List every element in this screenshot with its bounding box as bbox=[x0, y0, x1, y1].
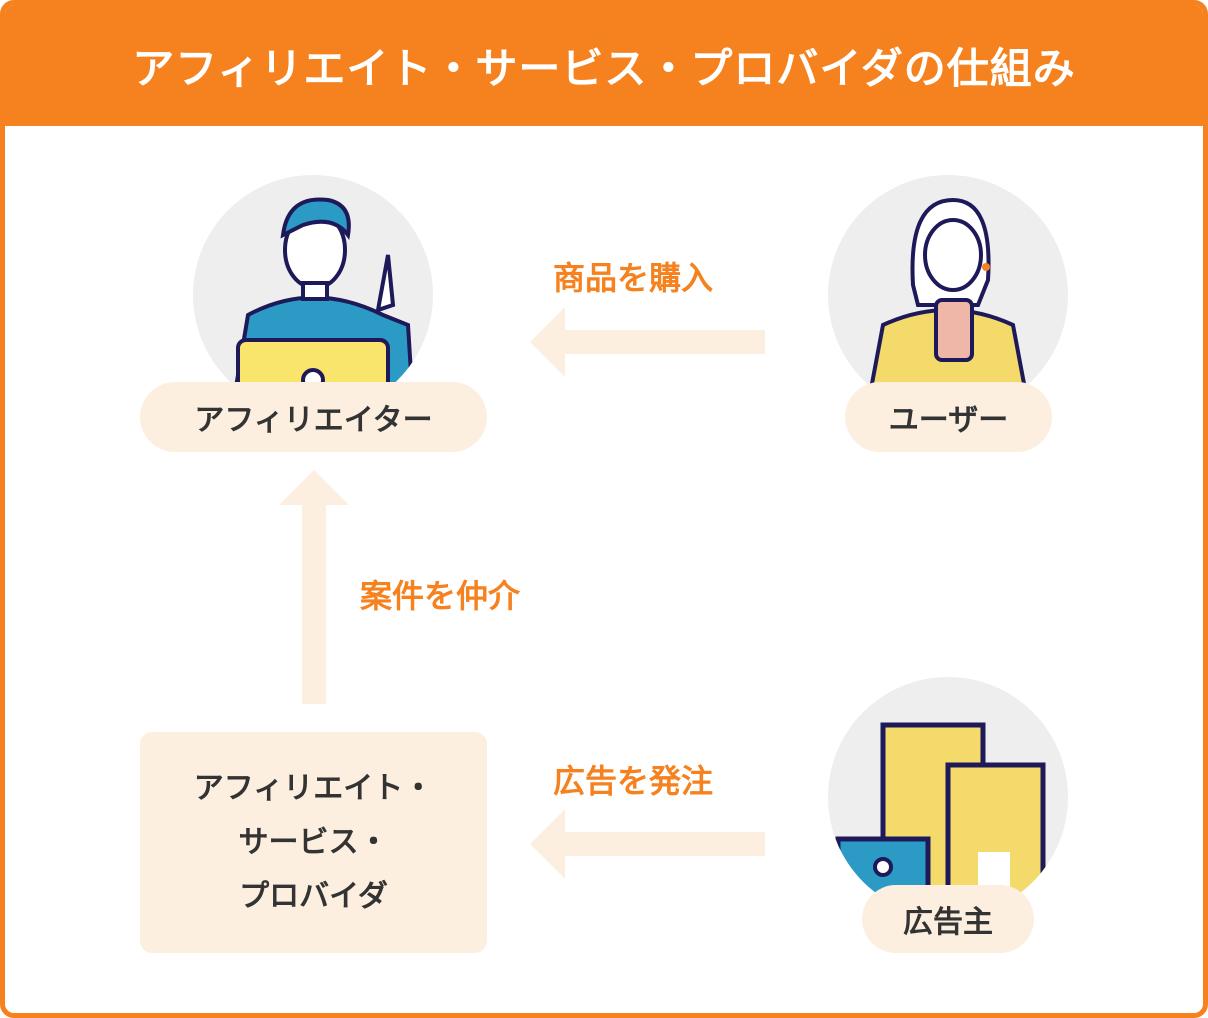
arrow-user-to-affiliate bbox=[530, 307, 765, 377]
buildings-icon bbox=[835, 722, 1046, 917]
arrow-asp-to-affiliate bbox=[279, 470, 349, 704]
edge-label-order: 広告を発注 bbox=[553, 762, 714, 800]
node-user: ユーザー bbox=[845, 382, 1052, 452]
node-asp: アフィリエイト・ サービス・ プロバイダ bbox=[140, 732, 487, 953]
node-affiliate: アフィリエイター bbox=[140, 382, 487, 452]
asp-line-3: プロバイダ bbox=[239, 878, 388, 914]
asp-line-1: アフィリエイト・ bbox=[193, 770, 434, 806]
advertiser-illustration bbox=[828, 677, 1068, 917]
woman-with-phone-icon bbox=[865, 197, 1031, 407]
arrow-advertiser-to-asp bbox=[530, 809, 765, 879]
user-illustration bbox=[828, 175, 1068, 415]
edge-label-mediate: 案件を仲介 bbox=[360, 577, 521, 615]
asp-line-2: サービス・ bbox=[238, 824, 389, 860]
edge-label-purchase: 商品を購入 bbox=[553, 259, 714, 297]
node-advertiser: 広告主 bbox=[862, 885, 1034, 953]
diagram-title: アフィリエイト・サービス・プロバイダの仕組み bbox=[132, 44, 1076, 93]
man-with-laptop-icon bbox=[230, 197, 416, 415]
header: アフィリエイト・サービス・プロバイダの仕組み bbox=[5, 5, 1203, 126]
affiliate-illustration bbox=[193, 175, 433, 415]
